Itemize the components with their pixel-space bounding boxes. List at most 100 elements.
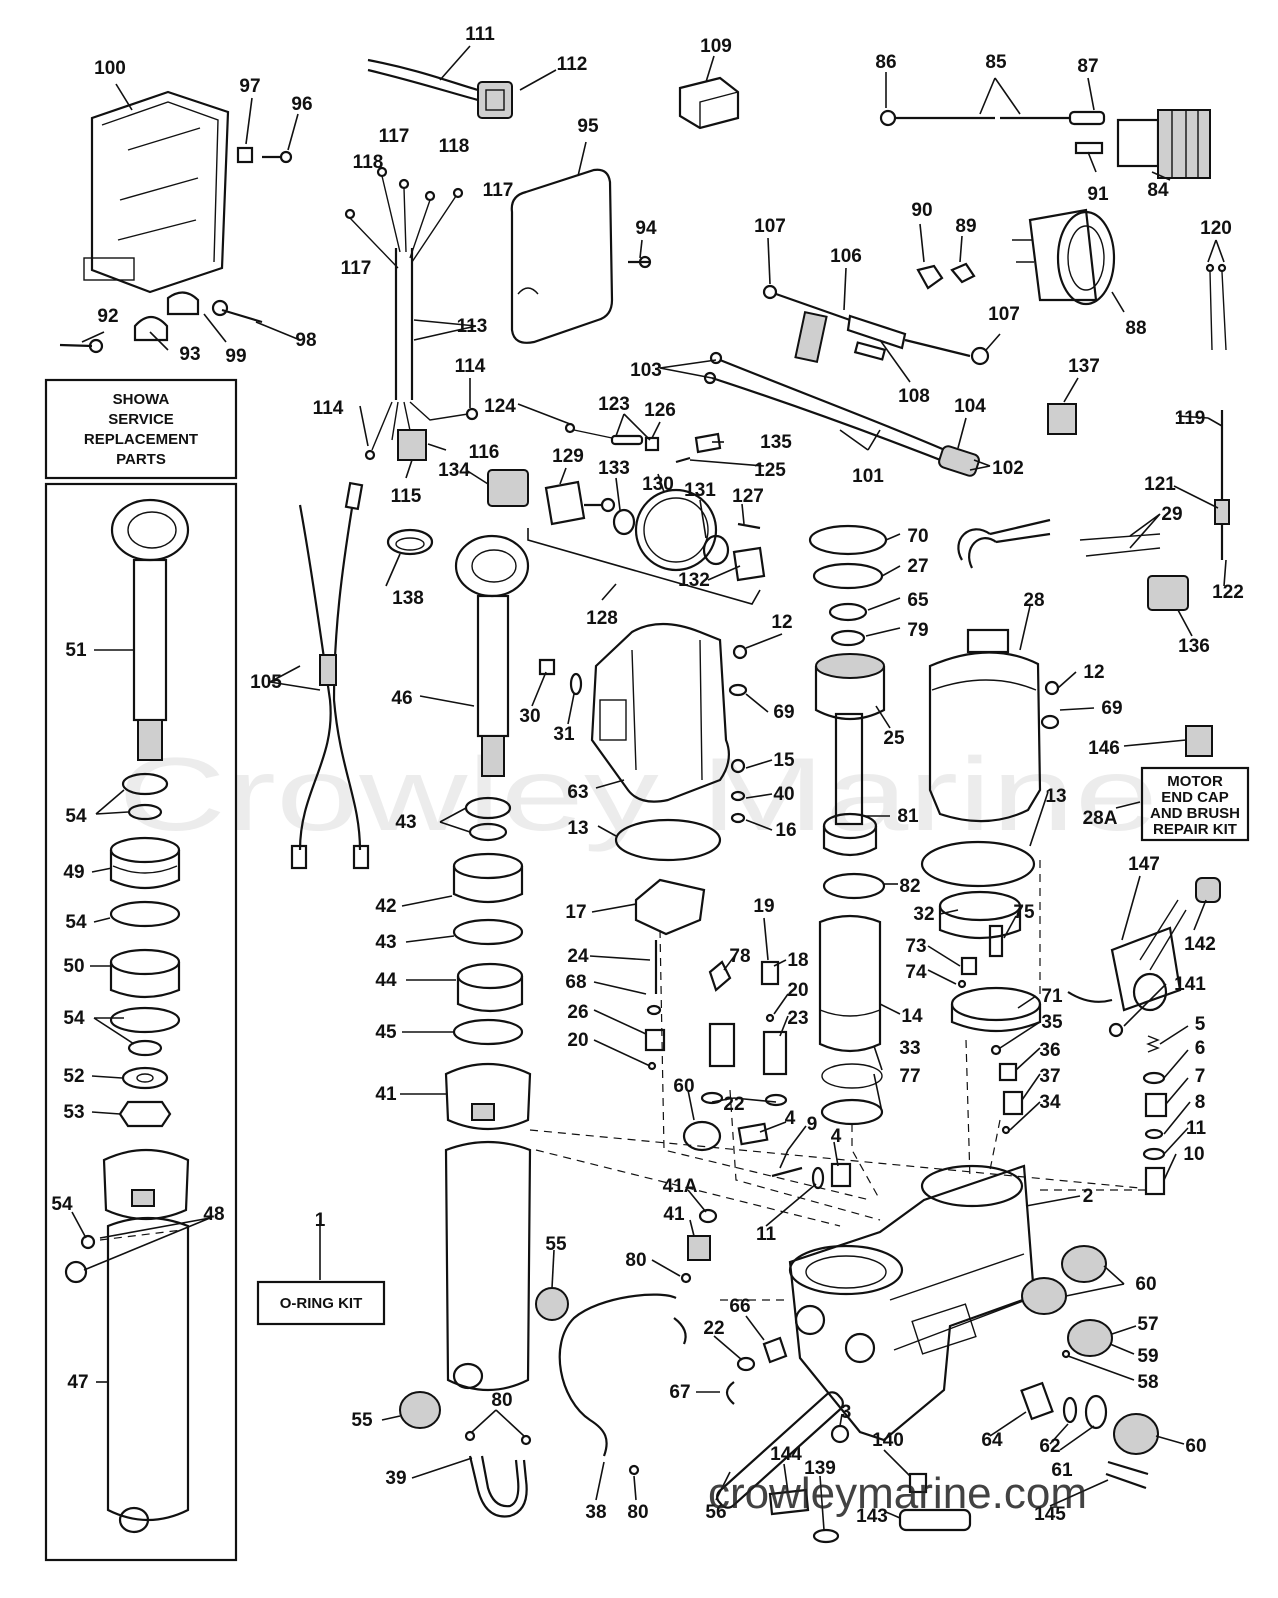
- connector-146-drawing: [1185, 725, 1213, 757]
- trim-gauge-drawing: [1012, 208, 1116, 306]
- motor-kit-box: [1140, 766, 1250, 842]
- part-label: 74: [905, 962, 927, 983]
- part-label: 126: [644, 400, 676, 421]
- part-label: 73: [905, 936, 926, 957]
- part-label: 87: [1077, 56, 1098, 77]
- part-label: 105: [250, 672, 282, 693]
- part-label: 2: [1083, 1186, 1094, 1207]
- part-label: 60: [673, 1076, 694, 1097]
- part-label: 10: [1183, 1144, 1204, 1165]
- part-label: 54: [51, 1194, 73, 1215]
- showa-line-4: PARTS: [116, 451, 166, 468]
- part-label: 118: [439, 136, 470, 157]
- part-label: 27: [907, 556, 928, 577]
- part-label: 131: [684, 480, 716, 501]
- part-label: 64: [981, 1430, 1003, 1451]
- showa-line-1: SHOWA: [113, 391, 170, 408]
- part-label: 13: [567, 818, 588, 839]
- part-label: 71: [1041, 986, 1063, 1007]
- part-label: 20: [567, 1030, 588, 1051]
- part-number-labels: 111 112 109 86 85 87 100 97 96 95 117 11…: [51, 24, 1243, 1527]
- part-label: 5: [1195, 1014, 1206, 1035]
- part-label: 24: [567, 946, 589, 967]
- part-label: 33: [899, 1038, 920, 1059]
- part-label: 117: [341, 258, 372, 279]
- part-label: 25: [883, 728, 905, 749]
- part-label: 13: [1045, 786, 1066, 807]
- part-label: 41A: [663, 1176, 698, 1197]
- part-label: 14: [901, 1006, 923, 1027]
- part-label: 3: [841, 1402, 852, 1423]
- part-label: 22: [703, 1318, 724, 1339]
- part-label: 55: [545, 1234, 567, 1255]
- part-label: 11: [756, 1224, 777, 1245]
- watermark-text: Crowley Marine: [118, 737, 1158, 853]
- part-label: 44: [375, 970, 397, 991]
- part-label: 91: [1087, 184, 1109, 205]
- part-label: 118: [353, 152, 384, 173]
- trim-sender-fitting-drawing: [1116, 109, 1211, 179]
- showa-cylinder-parts-drawing: [64, 498, 190, 1534]
- showa-line-3: REPLACEMENT: [84, 431, 198, 448]
- showa-parts-column-box: [44, 482, 238, 1562]
- part-label: 122: [1212, 582, 1244, 603]
- part-label: 130: [642, 474, 674, 495]
- part-label: 146: [1088, 738, 1120, 759]
- part-label: 102: [992, 458, 1024, 479]
- part-label: 128: [586, 608, 618, 629]
- part-label: 23: [787, 1008, 808, 1029]
- main-wire-bundle-drawing: [344, 166, 479, 461]
- part-label: 56: [705, 1502, 726, 1523]
- part-label: 101: [852, 466, 884, 487]
- part-label: 77: [899, 1066, 920, 1087]
- part-label: 43: [375, 932, 396, 953]
- part-label: 39: [385, 1468, 406, 1489]
- part-label: 62: [1039, 1436, 1060, 1457]
- part-label: 4: [785, 1108, 796, 1129]
- part-label: 104: [954, 396, 986, 417]
- reservoir-parts-drawing: [808, 524, 888, 1126]
- relay-cover-drawing: [510, 168, 652, 344]
- part-label: 54: [65, 806, 87, 827]
- part-label: 28: [1023, 590, 1044, 611]
- motor-kit-line-2: END CAP: [1161, 789, 1229, 806]
- connector-136-drawing: [1147, 575, 1189, 611]
- part-label: 50: [63, 956, 84, 977]
- right-wire-leads-drawing: [1205, 263, 1230, 560]
- part-label: 137: [1068, 356, 1100, 377]
- part-label: 142: [1184, 934, 1216, 955]
- valve-parts-drawing: [682, 960, 852, 1190]
- part-label: 120: [1200, 218, 1232, 239]
- showa-parts-header-box: [44, 378, 238, 480]
- sender-cable-drawing: [879, 109, 1106, 155]
- part-label: 132: [678, 570, 710, 591]
- part-label: 114: [455, 356, 486, 377]
- part-label: 93: [179, 344, 200, 365]
- pump-cover-drawing: [538, 622, 748, 1071]
- pump-lower-parts-drawing: [716, 1336, 1147, 1544]
- footer-url-text: crowleymarine.com: [708, 1469, 1087, 1518]
- part-label: 34: [1039, 1092, 1061, 1113]
- part-label: 35: [1041, 1012, 1063, 1033]
- part-label: 85: [985, 52, 1007, 73]
- part-label: 121: [1144, 474, 1176, 495]
- part-label: 58: [1137, 1372, 1158, 1393]
- check-valve-stack-drawing: [1142, 1035, 1168, 1196]
- part-label: 98: [295, 330, 316, 351]
- part-label: 49: [63, 862, 84, 883]
- part-label: 79: [907, 620, 928, 641]
- part-label: 90: [911, 200, 932, 221]
- part-label: 94: [635, 218, 657, 239]
- fitting-and-tube-drawing: [399, 1208, 718, 1518]
- part-label: 92: [97, 306, 118, 327]
- part-label: 139: [804, 1458, 836, 1479]
- part-label: 17: [565, 902, 586, 923]
- cable-clamp-drawing: [386, 528, 434, 556]
- hardware-cluster-top-left: [59, 146, 293, 354]
- part-label: 75: [1013, 902, 1035, 923]
- part-label: 53: [63, 1102, 84, 1123]
- part-label: 95: [577, 116, 599, 137]
- part-label: 70: [907, 526, 928, 547]
- part-label: 133: [598, 458, 630, 479]
